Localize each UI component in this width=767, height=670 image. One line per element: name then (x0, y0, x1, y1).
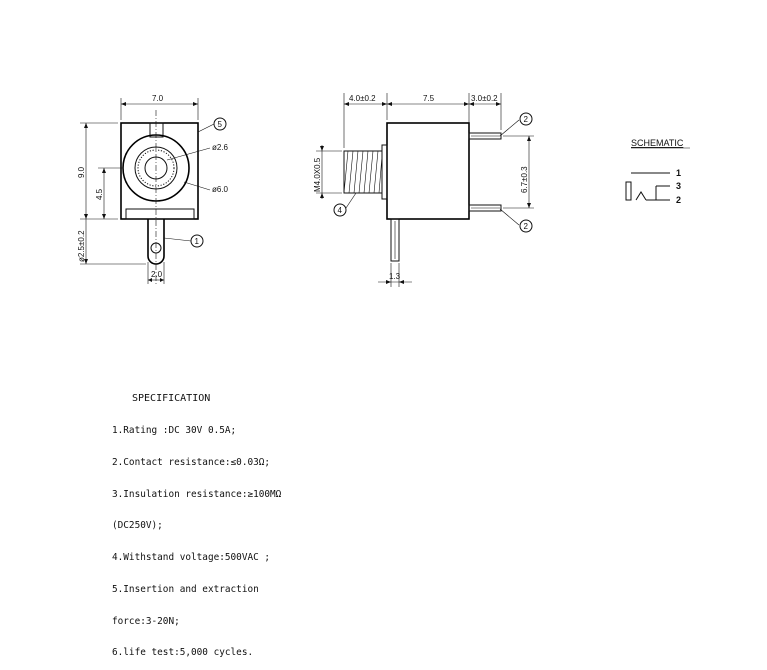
bottom-tab (125, 208, 195, 220)
schematic-pin-1: 1 (676, 168, 681, 178)
callout-5: 5 (218, 120, 223, 129)
spec-line: 2.Contact resistance:≤0.03Ω; (112, 456, 271, 468)
callout-thread-circle (333, 203, 347, 217)
pin-diameter-label: ø2.5±0.2 (77, 230, 86, 262)
pin-1 (147, 219, 165, 265)
schematic-contact-3 (635, 191, 647, 201)
right-bottom-pin (468, 204, 502, 212)
specification-title: SPECIFICATION (132, 393, 211, 405)
pin-width-label: 2.0 (151, 270, 163, 279)
schematic-pin-2: 2 (676, 195, 681, 205)
thread-length-label: 4.0±0.2 (349, 94, 376, 103)
callout-top-pin: 2 (524, 115, 529, 124)
schematic: SCHEMATIC 1 3 2 (625, 138, 690, 205)
half-height-dim-label: 4.5 (95, 188, 104, 200)
thread-lines (343, 150, 383, 194)
spec-line: 5.Insertion and extraction (112, 583, 259, 595)
inner-diameter-label: ø2.6 (212, 143, 229, 152)
spec-line: (DC250V); (112, 520, 163, 532)
callout-top-pin-circle (519, 112, 533, 126)
pin-spacing-label: 6.7±0.3 (520, 166, 529, 193)
height-dim-label: 9.0 (77, 166, 86, 178)
thread-label: M4.0X0.5 (313, 157, 322, 192)
callout-bottom-pin: 2 (524, 222, 529, 231)
outer-diameter-label: ø6.0 (212, 185, 229, 194)
callout-1-circle (190, 234, 204, 248)
top-slot (149, 122, 164, 138)
specification-block: SPECIFICATION 1.Rating :DC 30V 0.5A; 2.C… (112, 373, 281, 670)
spec-line: force:3-20N; (112, 615, 180, 627)
technical-drawing: 7.0 9.0 4.5 ø2.5±0.2 2.0 ø2.6 ø6.0 (77, 93, 690, 287)
spec-line: 3.Insulation resistance:≥100MΩ (112, 488, 282, 500)
side-view: 4.0±0.2 7.5 3.0±0.2 M4.0X0.5 6.7±0.3 1.3… (313, 93, 534, 287)
body-length-label: 7.5 (423, 94, 435, 103)
callout-1: 1 (195, 237, 200, 246)
callout-thread: 4 (338, 206, 343, 215)
spec-line: 6.life test:5,000 cycles. (112, 647, 254, 659)
callout-bottom-pin-circle (519, 219, 533, 233)
schematic-jack-body (625, 181, 632, 201)
spec-line: 1.Rating :DC 30V 0.5A; (112, 424, 237, 436)
top-pin (468, 132, 502, 140)
down-pin (390, 218, 400, 262)
spec-line: 4.Withstand voltage:500VAC ; (112, 552, 271, 564)
side-body-outline (386, 122, 470, 220)
schematic-title: SCHEMATIC (631, 138, 684, 148)
front-view: 7.0 9.0 4.5 ø2.5±0.2 2.0 ø2.6 ø6.0 (77, 94, 229, 285)
pin-length-label: 3.0±0.2 (471, 94, 498, 103)
schematic-pin-3: 3 (676, 181, 681, 191)
width-dim-label: 7.0 (152, 94, 164, 103)
callout-5-circle (213, 117, 227, 131)
bottom-pin-label: 1.3 (389, 272, 401, 281)
hole-dashed (137, 149, 175, 187)
